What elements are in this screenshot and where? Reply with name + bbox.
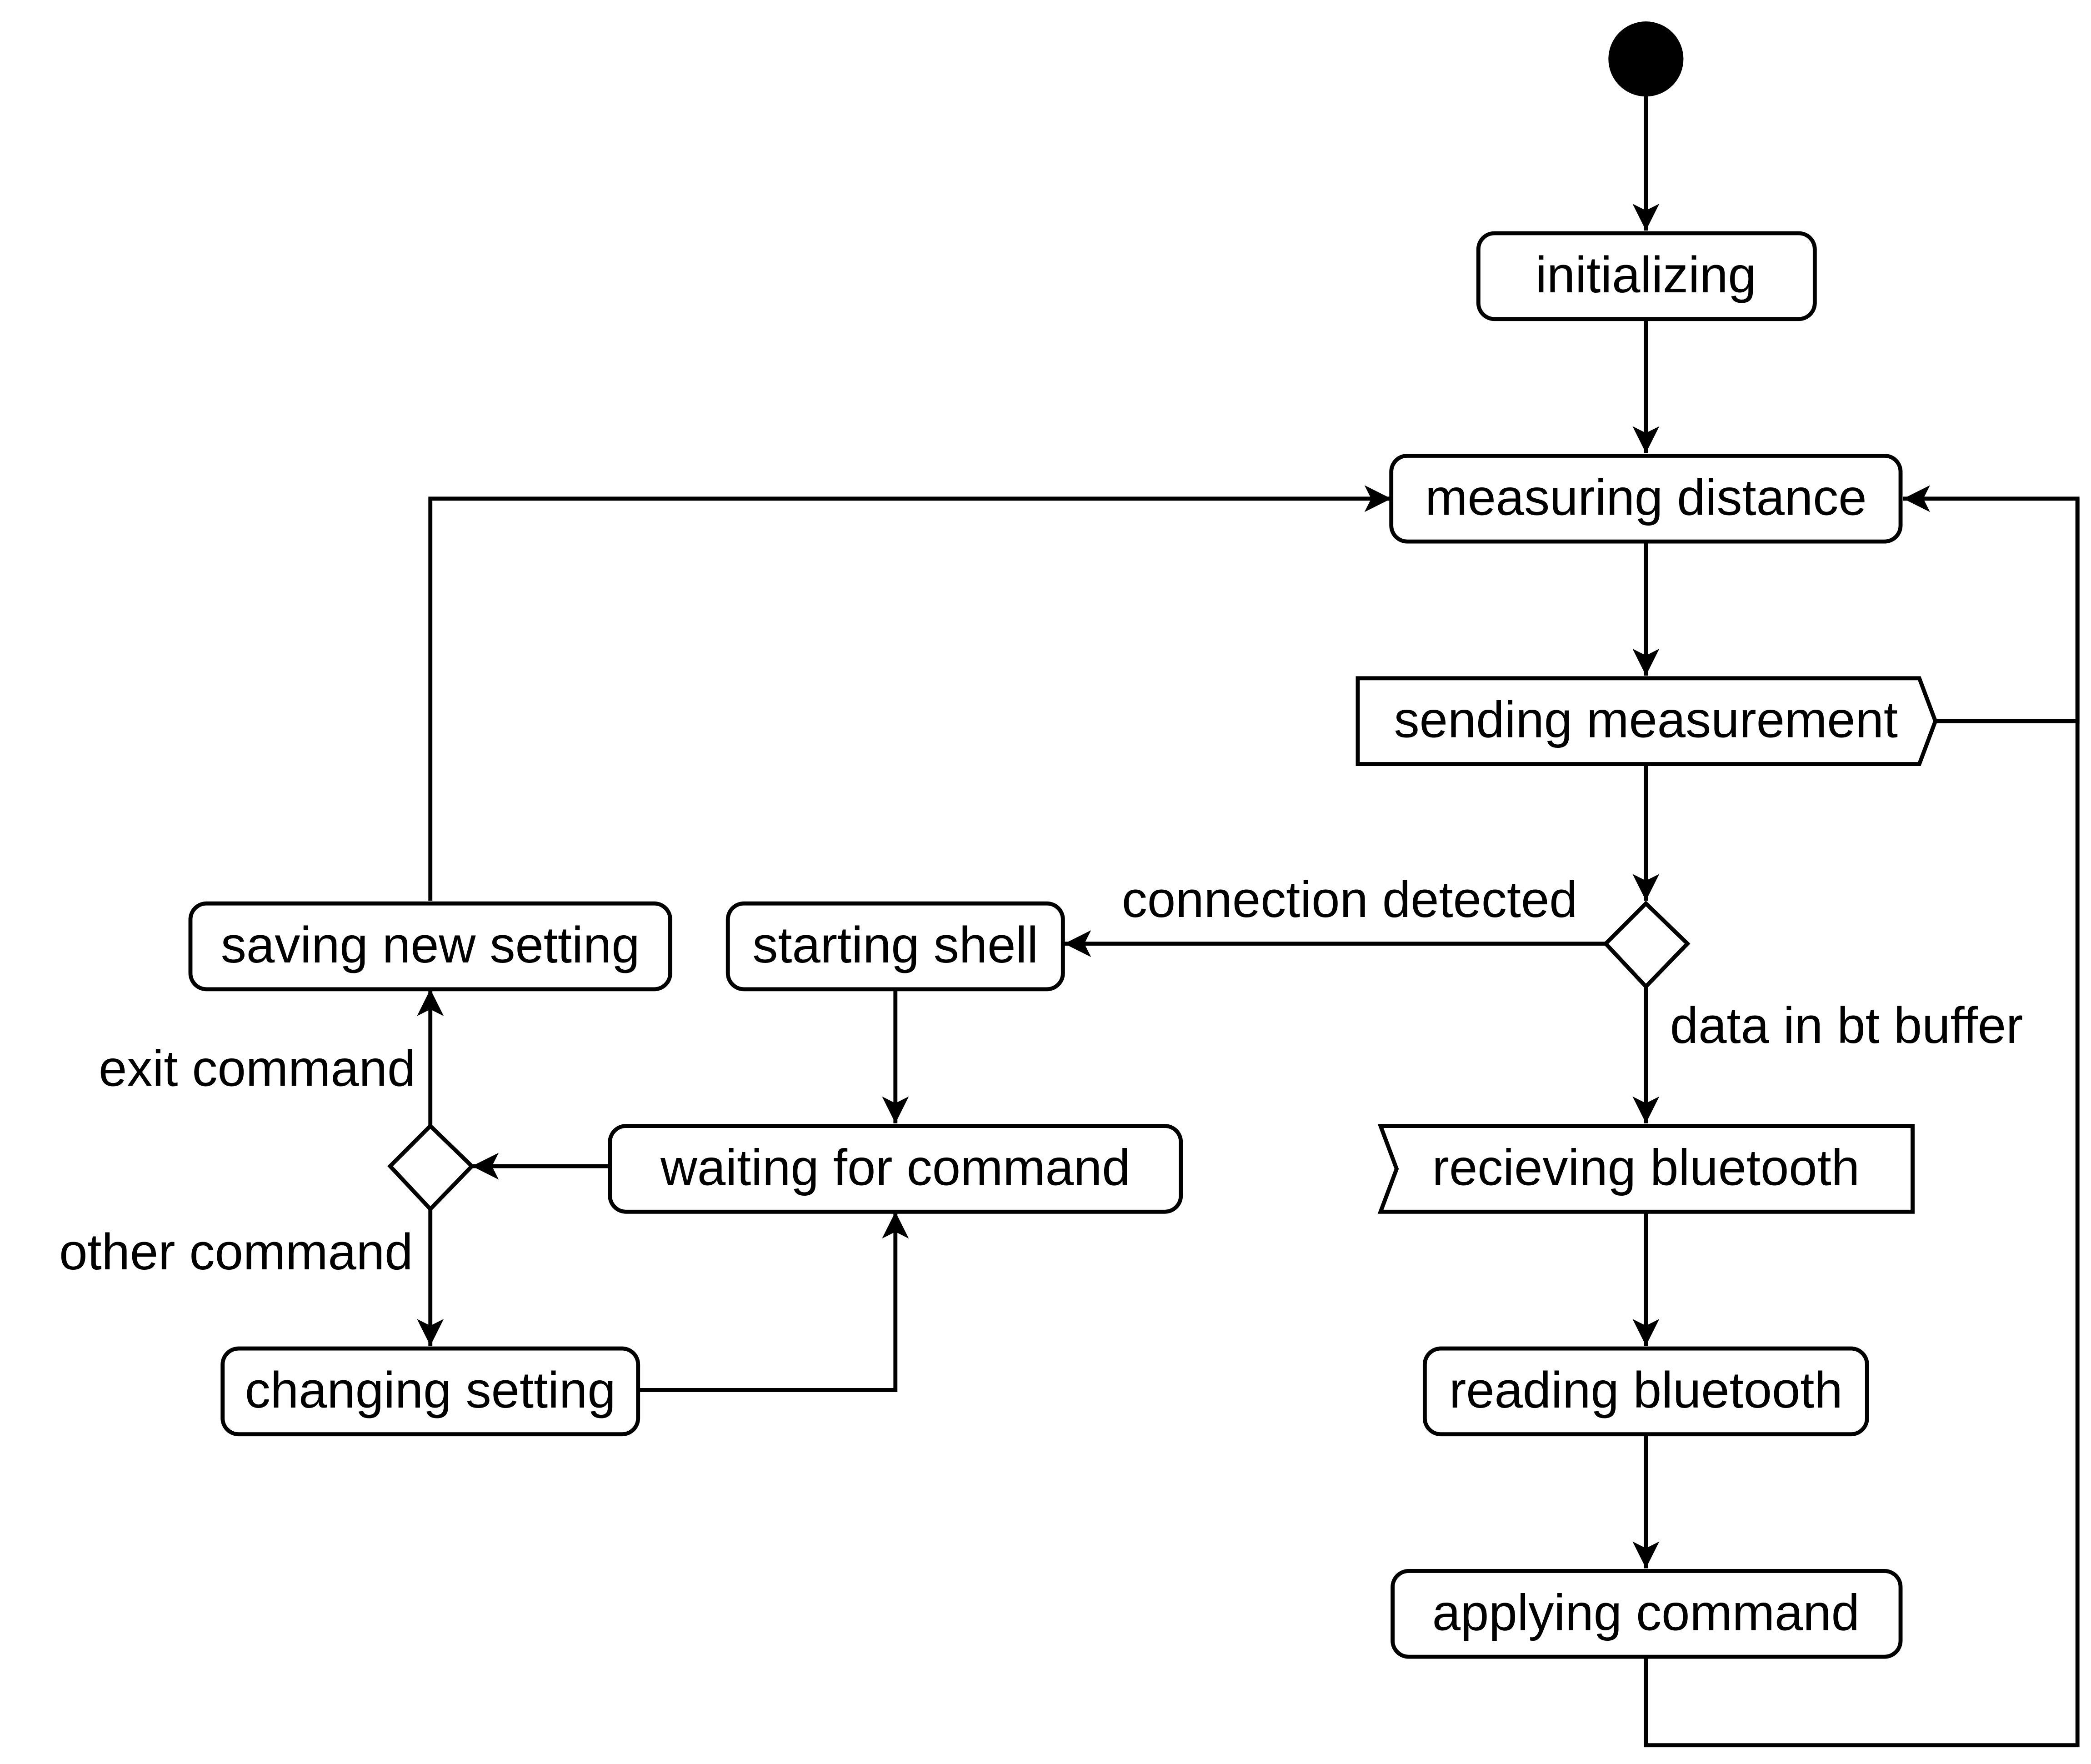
initial-node [1608,21,1684,97]
guard-exit-command: exit command [99,1040,415,1097]
node-changing-setting-label: changing setting [245,1362,616,1418]
node-reading-bluetooth[interactable]: reading bluetooth [1422,1346,1869,1437]
node-recieving-bluetooth-label: recieving bluetooth [1432,1139,1860,1196]
node-sending-measurement-label: sending measurement [1394,692,1898,748]
edge-changing-to-waiting [638,1212,909,1392]
node-reading-bluetooth-label: reading bluetooth [1449,1362,1843,1418]
guard-other-command: other command [59,1223,413,1280]
node-waiting-for-command-label: waiting for command [660,1139,1130,1196]
decision-node-connection [1603,900,1691,990]
edge-applying-loop-to-measuring [1644,498,2080,1748]
node-saving-new-setting[interactable]: saving new setting [188,901,672,992]
node-sending-measurement[interactable]: sending measurement [1356,676,1938,766]
node-saving-new-setting-label: saving new setting [221,917,640,973]
node-measuring-distance-label: measuring distance [1425,469,1866,526]
edge-saving-to-measuring [428,485,1391,901]
decision-node-command [387,1123,475,1212]
node-waiting-for-command[interactable]: waiting for command [608,1124,1183,1214]
node-applying-command[interactable]: applying command [1391,1569,1903,1659]
node-starting-shell-label: starting shell [752,917,1038,973]
guard-data-in-bt-buffer: data in bt buffer [1670,997,2023,1054]
node-changing-setting[interactable]: changing setting [220,1346,640,1437]
node-applying-command-label: applying command [1432,1584,1860,1641]
node-initializing-label: initializing [1536,246,1756,303]
node-measuring-distance[interactable]: measuring distance [1389,454,1903,544]
guard-connection-detected: connection detected [1122,871,1578,928]
node-initializing[interactable]: initializing [1476,231,1817,321]
node-recieving-bluetooth[interactable]: recieving bluetooth [1377,1124,1915,1214]
node-starting-shell[interactable]: starting shell [725,901,1065,992]
